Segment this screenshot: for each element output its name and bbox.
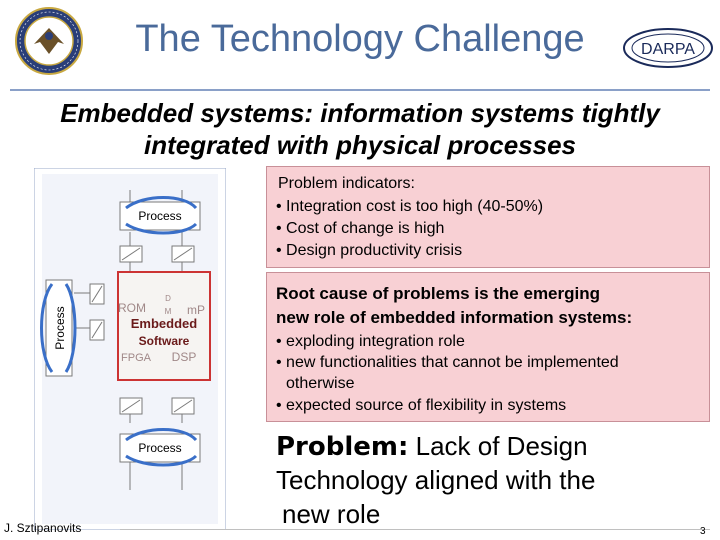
subtitle: Embedded systems: information systems ti…	[20, 97, 700, 161]
process-top-label: Process	[138, 209, 181, 223]
root-cause-box	[266, 272, 710, 422]
problem-statement-line-2: Technology aligned with the	[276, 465, 596, 495]
indicator-item: • Integration cost is too high (40-50%)	[276, 198, 544, 215]
root-cause-item: • exploding integration role	[276, 333, 465, 350]
root-cause-item: • new functionalities that cannot be imp…	[276, 354, 619, 371]
root-cause-heading-line-2: new role of embedded information systems…	[276, 308, 633, 327]
process-bottom-label: Process	[138, 441, 181, 455]
embedded-chip	[117, 271, 211, 381]
cycle-arrow-icon	[125, 196, 198, 210]
page-number: 3	[700, 526, 706, 537]
darpa-logo-text: DARPA	[641, 41, 695, 58]
embedded-system-diagram: Process Process Process ROM D M mP Embed…	[33, 167, 227, 531]
indicator-item: • Design productivity crisis	[276, 242, 463, 259]
author: J. Sztipanovits	[4, 521, 82, 535]
footer-divider	[120, 529, 710, 530]
dod-seal-icon	[14, 6, 84, 76]
root-cause-heading-line-1: Root cause of problems is the emerging	[276, 284, 601, 303]
subtitle-line-1: Embedded systems: information systems ti…	[60, 98, 660, 128]
chip-dsp-label: DSP	[172, 350, 197, 364]
problem-indicators-box	[266, 166, 710, 268]
problem-statement-line-3: new role	[282, 499, 381, 529]
chip-embedded-label: Embedded	[131, 316, 198, 331]
page-title: The Technology Challenge	[135, 18, 585, 60]
problem-statement-line-1: Problem: Lack of Design	[276, 430, 588, 463]
subtitle-line-2: integrated with physical processes	[143, 130, 577, 160]
process-left-label: Process	[53, 306, 67, 349]
chip-rom-label: ROM	[118, 301, 146, 315]
indicator-item: • Cost of change is high	[276, 220, 445, 237]
problem-indicators-heading: Problem indicators:	[278, 175, 415, 192]
root-cause-item: • expected source of flexibility in syst…	[276, 397, 567, 414]
chip-d-label: D	[165, 294, 171, 303]
problem-label: Problem:	[276, 432, 409, 462]
darpa-logo: DARPA	[622, 26, 714, 70]
chip-fpga-label: FPGA	[121, 352, 152, 364]
chip-software-label: Software	[139, 334, 190, 348]
root-cause-item: otherwise	[286, 375, 355, 392]
chip-mp-label: mP	[187, 303, 205, 317]
chip-m-label: M	[165, 307, 172, 316]
header-divider	[10, 89, 710, 91]
problem-text: Lack of Design	[408, 431, 588, 461]
